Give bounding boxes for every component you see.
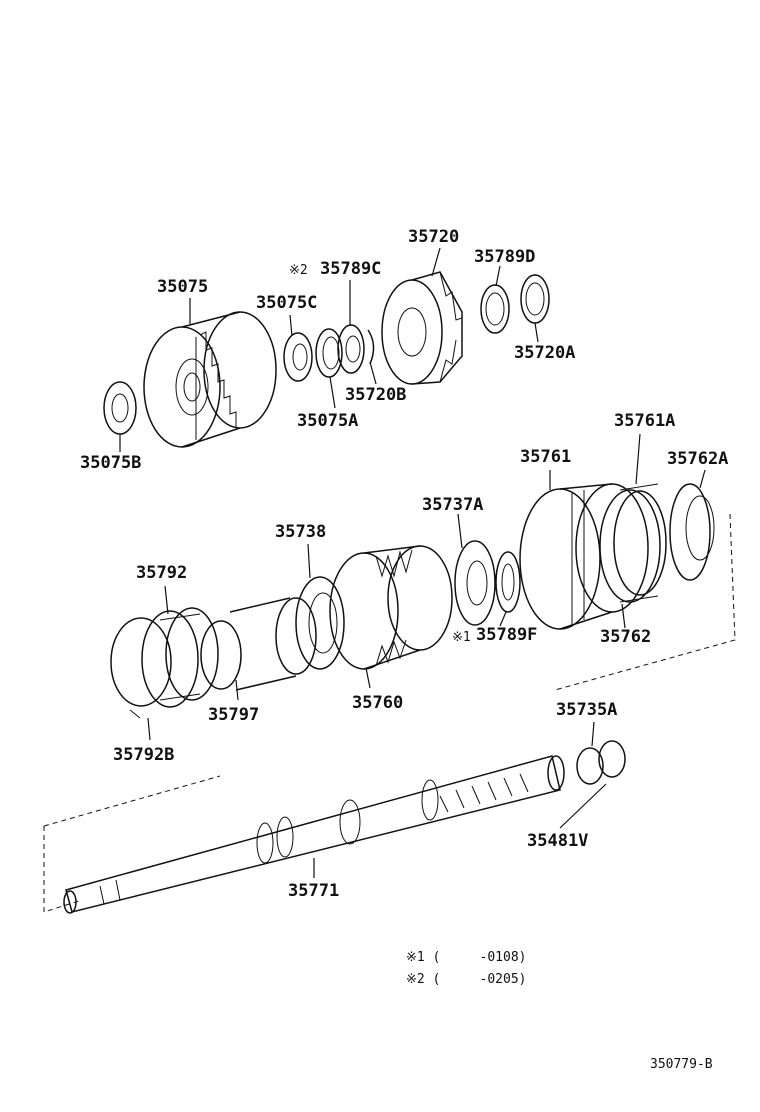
label-35761: 35761 <box>520 447 571 467</box>
label-35760: 35760 <box>352 693 403 713</box>
part-35762-clutch <box>599 483 667 603</box>
mark-1-35789F: ※1 <box>452 630 471 645</box>
label-35792: 35792 <box>136 563 187 583</box>
label-35075B: 35075B <box>80 453 141 473</box>
label-35075C: 35075C <box>256 293 317 313</box>
label-35789F: 35789F <box>476 625 537 645</box>
label-35762A: 35762A <box>667 449 728 469</box>
label-35771: 35771 <box>288 881 339 901</box>
part-35720A-bearing <box>520 274 550 324</box>
label-35738: 35738 <box>275 522 326 542</box>
label-35735A: 35735A <box>556 700 617 720</box>
part-35760-drum <box>329 545 453 670</box>
part-35075-drum <box>143 311 277 448</box>
part-35075A-bearing <box>315 328 343 378</box>
part-35075C-washer <box>283 332 313 382</box>
label-35761A: 35761A <box>614 411 675 431</box>
part-35762A-snap-ring <box>669 483 715 581</box>
part-35789F-race <box>495 551 521 613</box>
part-35735A-ring <box>576 747 604 785</box>
mark-2-35789C: ※2 <box>289 263 308 278</box>
label-35789D: 35789D <box>474 247 535 267</box>
diagram-code: 350779-B <box>650 1057 713 1072</box>
label-35720: 35720 <box>408 227 459 247</box>
label-35075: 35075 <box>157 277 208 297</box>
part-35797-hub <box>200 597 317 691</box>
label-35792B: 35792B <box>113 745 174 765</box>
part-35789C-race <box>337 324 365 374</box>
label-35075A: 35075A <box>297 411 358 431</box>
label-35762: 35762 <box>600 627 651 647</box>
part-35737A-washer <box>454 540 496 626</box>
footnote-2: ※2 ( -0205) <box>406 972 526 987</box>
label-35789C: 35789C <box>320 259 381 279</box>
part-35771-shaft <box>63 755 565 914</box>
label-35720A: 35720A <box>514 343 575 363</box>
part-35481V-ring <box>598 740 626 778</box>
label-35737A: 35737A <box>422 495 483 515</box>
part-35720B-snap <box>367 329 375 365</box>
part-35761-drum <box>519 483 649 630</box>
part-35792-bearing <box>141 607 219 708</box>
label-35797: 35797 <box>208 705 259 725</box>
part-35738-bearing <box>295 576 345 670</box>
part-35792B-snap-ring <box>110 617 172 719</box>
footnote-1: ※1 ( -0108) <box>406 950 526 965</box>
part-35720-carrier <box>381 271 463 385</box>
part-35789D-race <box>480 284 510 334</box>
label-35481V: 35481V <box>527 831 588 851</box>
label-35720B: 35720B <box>345 385 406 405</box>
part-35075B-washer <box>103 381 137 435</box>
